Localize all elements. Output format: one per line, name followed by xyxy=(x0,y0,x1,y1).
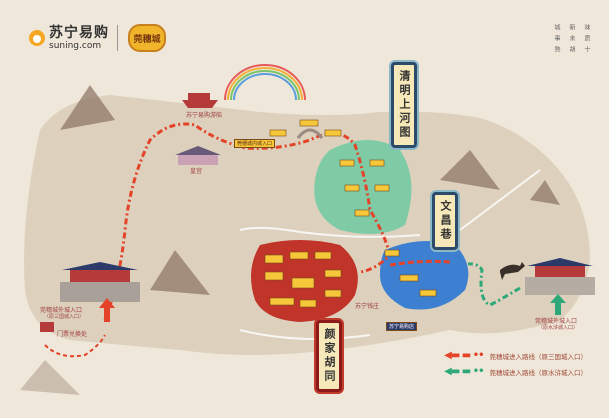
boat-label: 苏宁易购游船 xyxy=(186,112,223,119)
horse-icon xyxy=(500,262,525,280)
west-gate-building xyxy=(60,262,140,302)
red-route xyxy=(103,122,392,321)
legend-green-route: ◀▬ ▬ •• 莞穗城进入路线（原水浒城入口） xyxy=(444,366,587,377)
legend-label: 莞穗城进入路线（原水浒城入口） xyxy=(489,368,588,377)
boat-icon xyxy=(182,93,218,108)
roads xyxy=(239,169,541,340)
suning-lion-icon xyxy=(29,30,45,46)
brand-url: suning.com xyxy=(49,40,102,51)
green-district xyxy=(314,140,412,234)
west-gate-label: 莞穗城外城入口 xyxy=(40,307,83,314)
district-buildings xyxy=(264,119,437,308)
brand-name: 苏宁易购 xyxy=(49,24,109,41)
suning-bank-label: 苏宁钱庄 xyxy=(355,303,380,310)
lake xyxy=(380,241,469,310)
west-gate-sublabel: （原三国城入口） xyxy=(44,314,85,320)
green-route xyxy=(467,262,521,307)
legend-red-route: ◀▬ ▬ •• 莞穗城进入路线（原三国城入口） xyxy=(444,350,587,361)
poem-column: 新未胡 xyxy=(568,24,575,57)
west-entry-arrow xyxy=(99,298,115,322)
sign-wenchang[interactable]: 文昌巷 xyxy=(432,192,458,250)
sign-qingming[interactable]: 清明上河图 xyxy=(391,62,417,148)
east-entry-arrow xyxy=(550,294,566,315)
ticket-office-label[interactable]: 门票兑换处 xyxy=(57,331,88,338)
east-gate-building xyxy=(525,258,595,295)
mountains xyxy=(20,85,560,395)
ticket-office-icon xyxy=(40,322,54,332)
palace-building xyxy=(175,146,221,165)
poem-text: 城事熟 新未胡 味质十 xyxy=(552,24,591,57)
poem-column: 城事熟 xyxy=(553,24,560,57)
logo-divider xyxy=(117,25,118,51)
brand-logo: 苏宁易购 suning.com 莞穗城 xyxy=(28,24,166,52)
inner-gate-label[interactable]: 莞穗城内城入口 xyxy=(234,139,276,148)
east-gate-sublabel: （原水浒城入口） xyxy=(538,325,579,331)
palace-label: 皇宫 xyxy=(190,168,203,175)
legend-label: 莞穗城进入路线（原三国城入口） xyxy=(489,352,588,361)
poem-column: 味质十 xyxy=(583,24,590,57)
green-route-arrow-icon: ◀▬ ▬ •• xyxy=(444,366,484,377)
partner-logo: 莞穗城 xyxy=(128,24,166,52)
bridge xyxy=(296,128,324,139)
suning-store-label[interactable]: 苏宁易购店 xyxy=(386,322,418,331)
red-route-lake xyxy=(389,259,451,267)
red-route-arrow-icon: ◀▬ ▬ •• xyxy=(444,350,484,361)
red-route-ticket xyxy=(44,334,106,358)
east-gate-label: 莞穗城外城入口 xyxy=(535,318,578,325)
rainbow xyxy=(224,64,306,101)
sign-hutong[interactable]: 颜家胡同 xyxy=(316,320,342,392)
